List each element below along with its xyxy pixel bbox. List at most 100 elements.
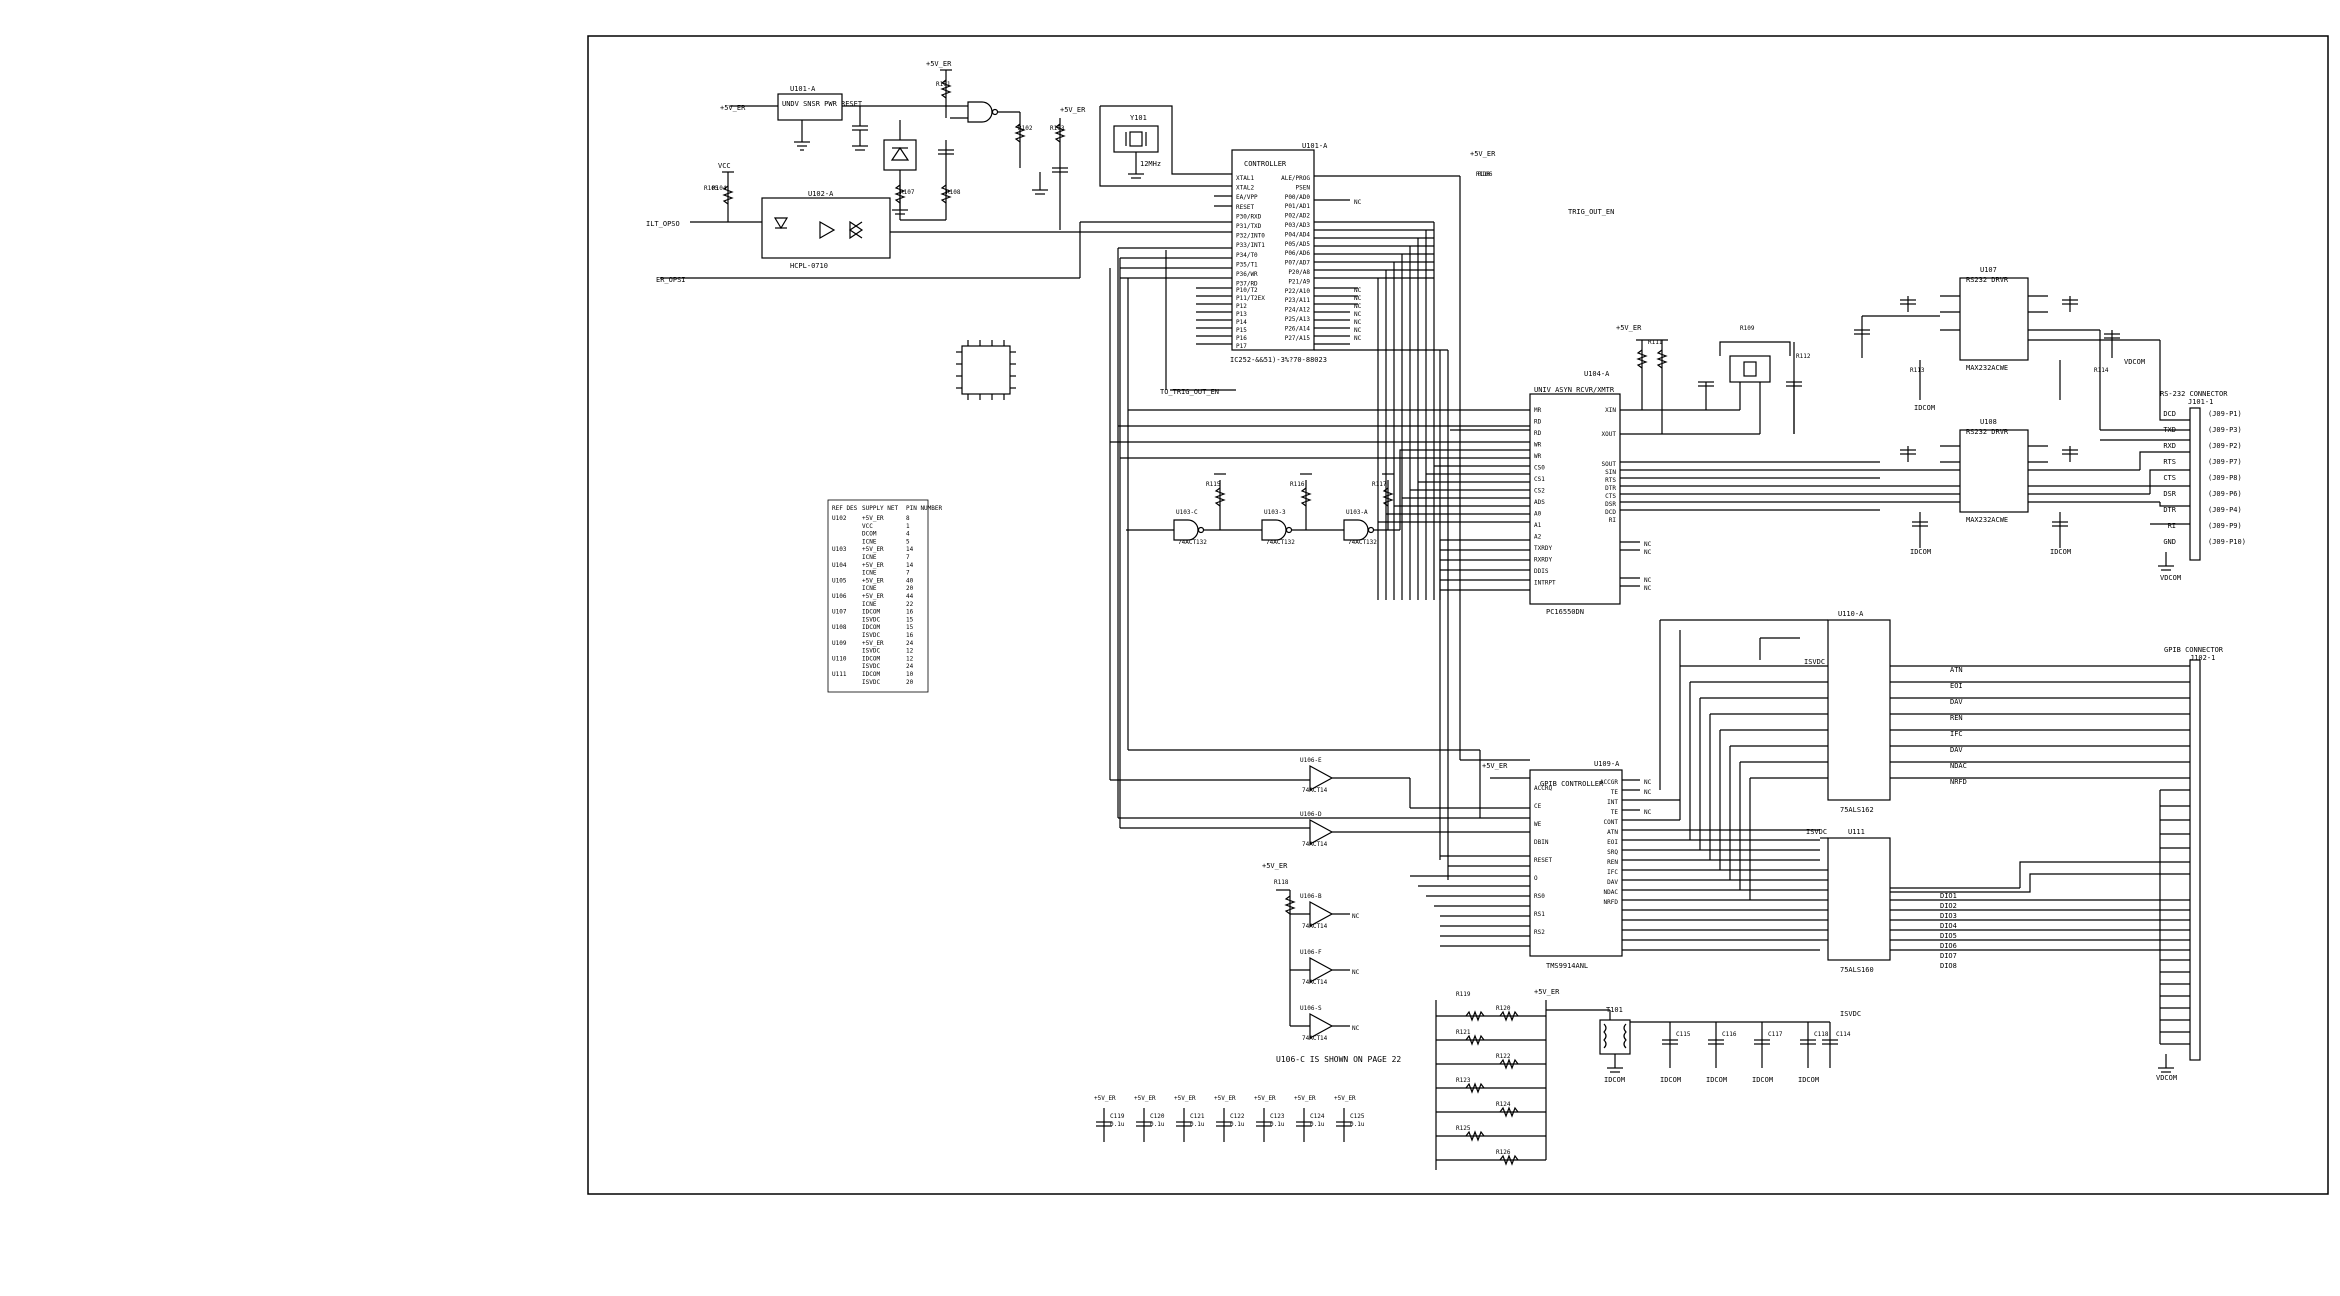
- buffer-u106e: [1309, 764, 1334, 792]
- gate-part: 74ACT132: [1266, 539, 1295, 546]
- gate-ref: U103-3: [1264, 509, 1286, 516]
- bypass-cap-value: 0.1u: [1350, 1121, 1365, 1128]
- gpib-pin-right: DAV: [1607, 879, 1618, 886]
- ilt-opsi-label: ILT_OPSO: [646, 220, 680, 228]
- nand-gate-u103c: [1173, 519, 1199, 541]
- gpib-pin-left: WE: [1534, 821, 1542, 828]
- controller-pin-p1: P13: [1236, 311, 1247, 318]
- resistor-ref: R114: [2094, 367, 2109, 374]
- uart-ic: [1529, 393, 1621, 605]
- pin-table-cell: U108: [832, 624, 847, 631]
- pin-table-cell: 10: [906, 671, 914, 678]
- pin-table-cell: 24: [906, 663, 914, 670]
- resistor-ref: R118: [1274, 879, 1289, 886]
- pin-table-cell: U102: [832, 515, 847, 522]
- pin-table-cell: ISVDC: [862, 679, 880, 686]
- resistor-ref: R113: [1910, 367, 1925, 374]
- gate-ref: U106-S: [1300, 1005, 1322, 1012]
- controller-pin-right: P20/A8: [1288, 269, 1310, 276]
- power-reset-label: UNDV SNSR PWR RESET: [782, 100, 863, 108]
- controller-pin-right: P03/AD3: [1285, 222, 1311, 229]
- rs232-pin-ref: (J09-P3): [2208, 426, 2242, 434]
- sheet-border: [587, 35, 2329, 1195]
- uart-label: UNIV ASYN RCVR/XMTR: [1534, 386, 1615, 394]
- pin-table-cell: U103: [832, 546, 847, 553]
- uart-pin-right: RTS: [1605, 477, 1616, 484]
- controller-pin-right: P23/A11: [1285, 297, 1311, 304]
- power-reset-ic: [777, 93, 843, 121]
- supply-label-6: +5V_ER: [1482, 762, 1508, 770]
- gpib-signal: REN: [1950, 714, 1963, 722]
- gpib-pin-right: CONT: [1604, 819, 1619, 826]
- controller-pin-p1: P10/T2: [1236, 287, 1258, 294]
- gpib-controller-ic: [1529, 769, 1623, 957]
- uart-pin-right: XOUT: [1602, 431, 1617, 438]
- gpib-data: DIO8: [1940, 962, 1957, 970]
- controller-pin-right: ALE/PROG: [1281, 175, 1310, 182]
- controller-pin-right: P24/A12: [1285, 307, 1311, 314]
- controller-pin-left: EA/VPP: [1236, 194, 1258, 201]
- bypass-cap-supply: +5V_ER: [1214, 1095, 1236, 1102]
- bypass-cap-value: 0.1u: [1230, 1121, 1245, 1128]
- pin-table-cell: U105: [832, 577, 847, 584]
- nc-marker: NC: [1352, 913, 1360, 920]
- uart-pin-left: MR: [1534, 407, 1542, 414]
- controller-pin-right: P21/A9: [1288, 278, 1310, 285]
- gpib-pin-left: CE: [1534, 803, 1542, 810]
- nc-marker: NC: [1354, 327, 1362, 334]
- gate-part: 74ACT14: [1302, 1035, 1328, 1042]
- gpib-pin-right: EOI: [1607, 839, 1618, 846]
- pin-table-cell: ICNE: [862, 585, 877, 592]
- bypass-cap-ref: C125: [1350, 1113, 1365, 1120]
- bypass-cap-ref: C120: [1150, 1113, 1165, 1120]
- bypass-cap-supply: +5V_ER: [1294, 1095, 1316, 1102]
- drv1-part: MAX232ACWE: [1966, 364, 2008, 372]
- pin-table-cell: +5V_ER: [862, 577, 884, 584]
- tf-cap-ref: C118: [1814, 1031, 1829, 1038]
- controller-pin-p1: P15: [1236, 327, 1247, 334]
- rs232-pin-ref: (J09-P9): [2208, 522, 2242, 530]
- uart-pin-left: RD: [1534, 430, 1542, 437]
- pin-table-cell: 24: [906, 640, 914, 647]
- uart-pin-right: XIN: [1605, 407, 1616, 414]
- pin-table-cell: 22: [906, 601, 914, 608]
- nc-marker: NC: [1354, 287, 1362, 294]
- controller-pin-right: PSEN: [1296, 184, 1311, 191]
- gpib-pin-right: ATN: [1607, 829, 1618, 836]
- gpib-pin-right: ACCGR: [1600, 779, 1618, 786]
- er-opsi-label: ER_OPSI: [656, 276, 686, 284]
- pin-table-cell: IDCOM: [862, 671, 880, 678]
- resistor-ref: R120: [1496, 1005, 1511, 1012]
- resistor-ref: R109: [1740, 325, 1755, 332]
- pin-table-cell: +5V_ER: [862, 546, 884, 553]
- rs232-signal: CTS: [2163, 474, 2176, 482]
- gate-ref: U106-B: [1300, 893, 1322, 900]
- rs232-pin-ref: (J09-P1): [2208, 410, 2242, 418]
- bypass-cap-supply: +5V_ER: [1134, 1095, 1156, 1102]
- resistor-ref: R102: [1018, 125, 1033, 132]
- pin-table-cell: IDCOM: [862, 609, 880, 616]
- uart-pin-left: CS2: [1534, 488, 1545, 495]
- drv2-part: MAX232ACWE: [1966, 516, 2008, 524]
- rs232-signal: GND: [2163, 538, 2176, 546]
- pin-table-cell: 12: [906, 655, 914, 662]
- isvdc-label-3: ISVDC: [1806, 828, 1827, 836]
- pin-table-cell: ICNE: [862, 538, 877, 545]
- controller-pin-right: P06/AD6: [1285, 250, 1311, 257]
- pin-table-cell: 20: [906, 585, 914, 592]
- bypass-cap-value: 0.1u: [1190, 1121, 1205, 1128]
- controller-pin-left: RESET: [1236, 204, 1254, 211]
- pin-table-cell: 14: [906, 562, 914, 569]
- uart-part: PC16550DN: [1546, 608, 1584, 616]
- controller-pin-left: XTAL1: [1236, 175, 1254, 182]
- pin-table-cell: U109: [832, 640, 847, 647]
- tf-cap-ref: C115: [1676, 1031, 1691, 1038]
- nc-marker: NC: [1354, 311, 1362, 318]
- gate-ref: U106-D: [1300, 811, 1322, 818]
- idcom-label-1: IDCOM: [1914, 404, 1935, 412]
- gpib-label: GPIB CONTROLLER: [1540, 780, 1604, 788]
- controller-pin-right: P05/AD5: [1285, 241, 1311, 248]
- gpib-signal: DAV: [1950, 746, 1963, 754]
- controller-pin-p1: P12: [1236, 303, 1247, 310]
